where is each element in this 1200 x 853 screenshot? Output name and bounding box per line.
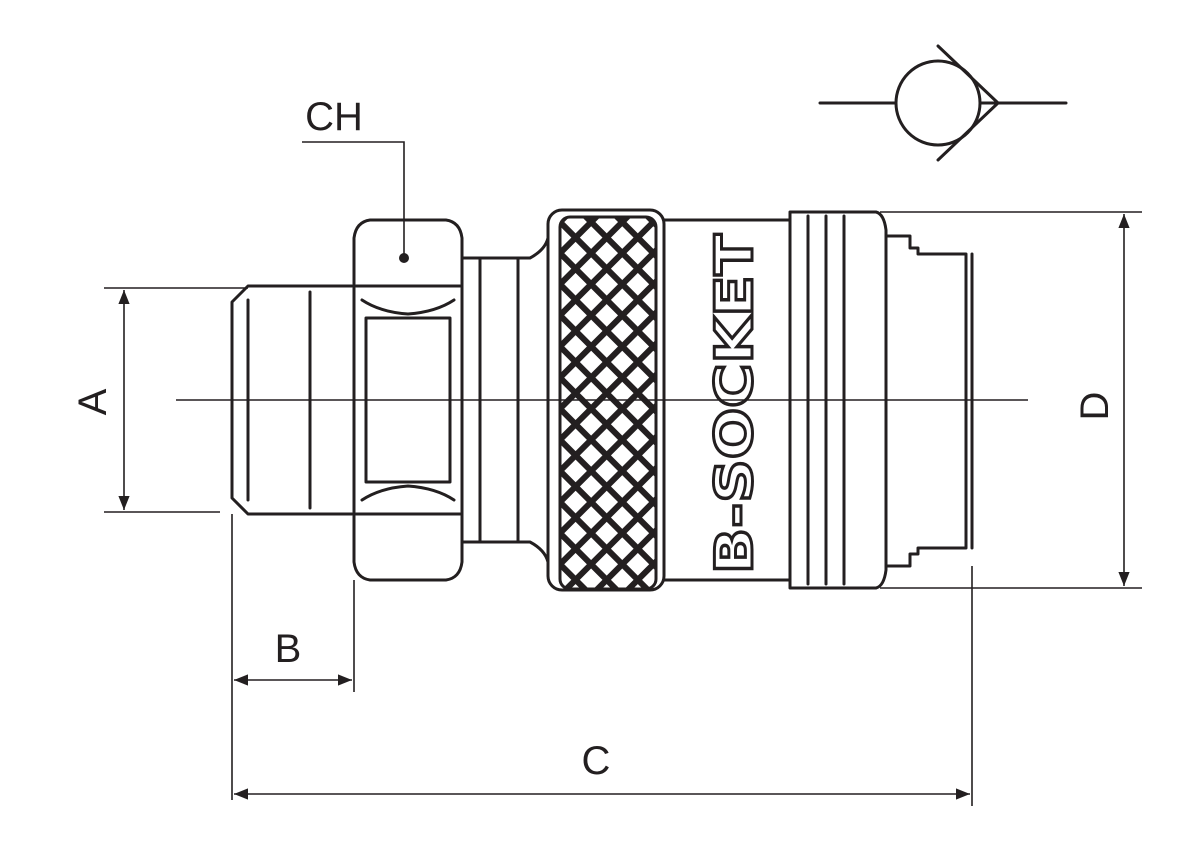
dimension-b-label: B (275, 627, 302, 671)
dimension-a-label: A (71, 388, 115, 415)
ch-label: CH (305, 95, 363, 139)
ch-reference-dot (399, 253, 409, 263)
dimension-a: A (71, 287, 248, 513)
check-valve-symbol (818, 44, 1068, 162)
dimension-c: C (234, 566, 973, 806)
ch-leader: CH (302, 95, 405, 256)
brand-label: B-SOCKET (705, 233, 765, 574)
hex-nut (352, 218, 464, 582)
dimension-d-label: D (1073, 392, 1117, 421)
dimension-d: D (880, 211, 1142, 589)
socket-front (884, 234, 974, 568)
dimension-b: B (231, 514, 355, 800)
dimension-c-label: C (582, 739, 611, 783)
